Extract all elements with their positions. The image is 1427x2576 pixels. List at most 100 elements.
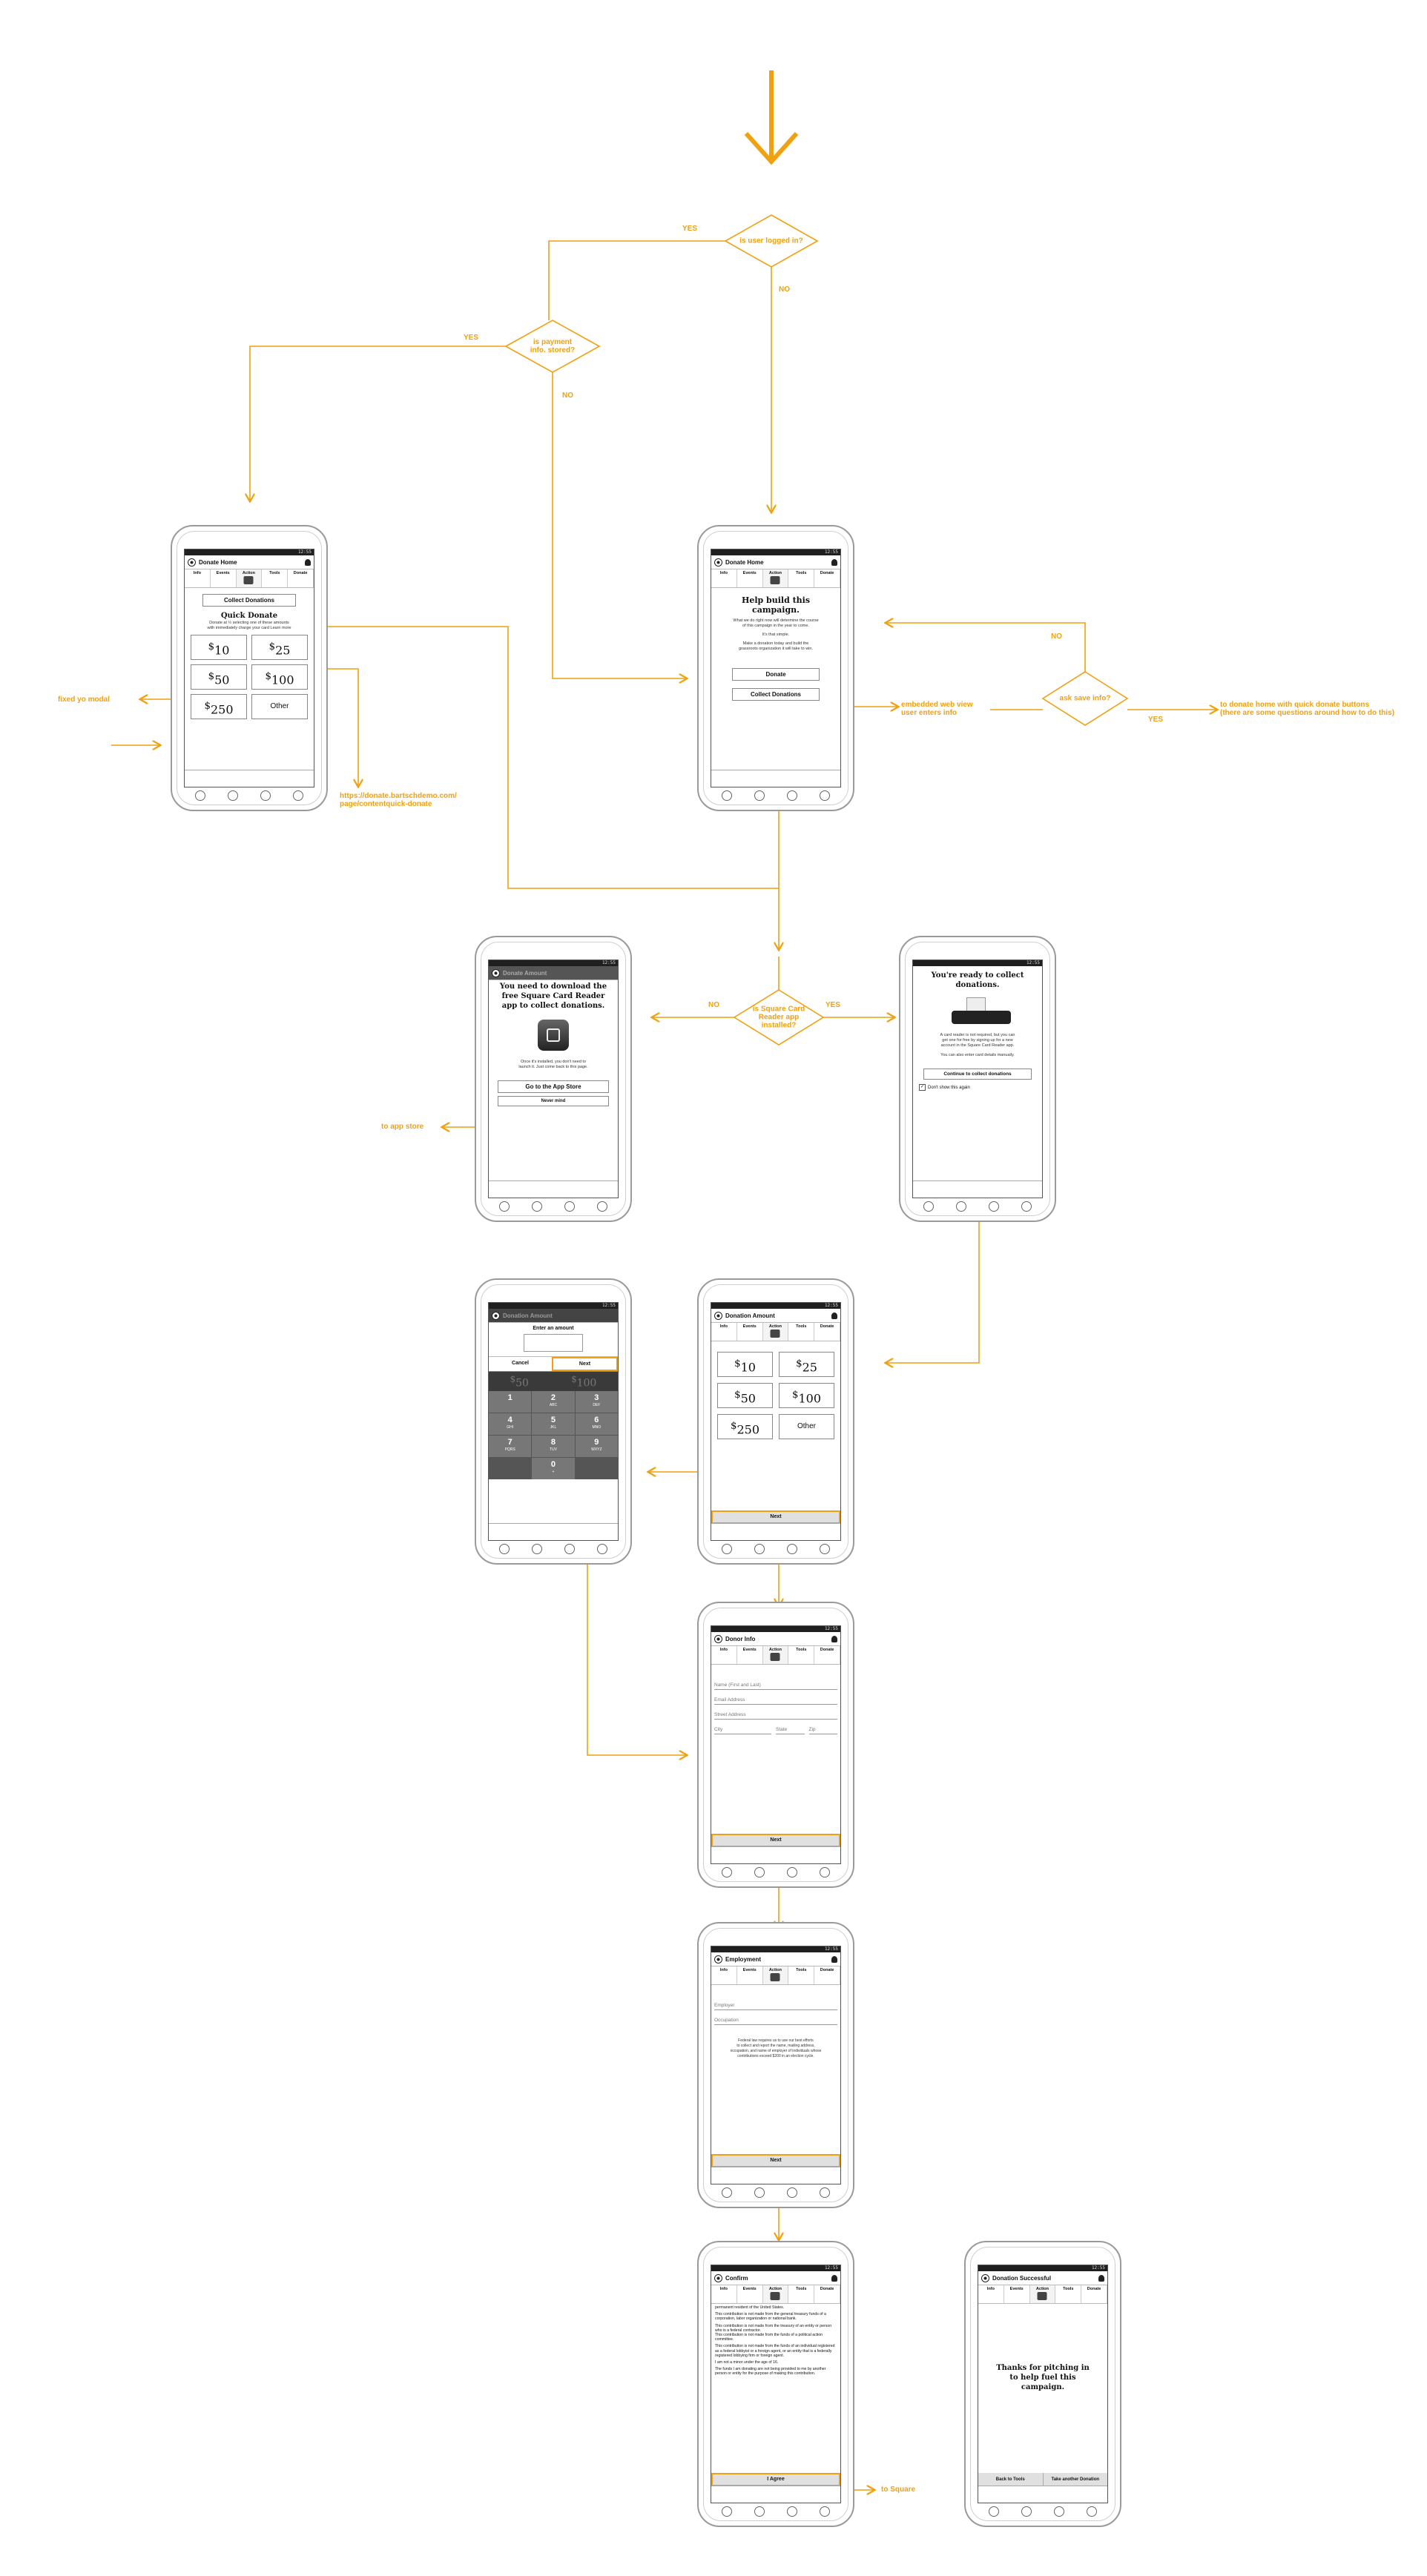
home-icon[interactable] (722, 790, 732, 801)
tab-tools[interactable]: Tools (788, 2285, 815, 2303)
email-field[interactable]: Email Address (714, 1690, 837, 1705)
amount-button[interactable]: $10 (191, 635, 247, 660)
amount-button[interactable]: $250 (717, 1414, 773, 1439)
back-icon[interactable] (989, 1201, 999, 1212)
tab-info[interactable]: Info (185, 569, 211, 587)
back-icon[interactable] (1054, 2506, 1064, 2517)
search-icon[interactable] (1087, 2506, 1097, 2517)
search-icon[interactable] (597, 1201, 607, 1212)
menu-icon[interactable] (754, 1544, 765, 1554)
city-field[interactable]: City (714, 1720, 771, 1734)
menu-icon[interactable] (228, 790, 238, 801)
home-icon[interactable] (989, 2506, 999, 2517)
next-button[interactable]: Next (711, 1834, 840, 1847)
other-amount-button[interactable]: Other (251, 694, 308, 719)
street-field[interactable]: Street Address (714, 1705, 837, 1720)
back-to-tools-button[interactable]: Back to Tools (978, 2473, 1044, 2486)
never-mind-button[interactable]: Never mind (498, 1096, 609, 1106)
menu-icon[interactable] (754, 790, 765, 801)
home-icon[interactable] (923, 1201, 934, 1212)
zip-field[interactable]: Zip (808, 1720, 837, 1734)
tab-events[interactable]: Events (737, 2285, 763, 2303)
search-icon[interactable] (820, 2187, 830, 2198)
other-amount-button[interactable]: Other (779, 1414, 834, 1439)
i-agree-button[interactable]: I Agree (711, 2473, 840, 2486)
tab-action[interactable]: Action (236, 569, 263, 587)
user-icon[interactable] (831, 1635, 837, 1642)
search-icon[interactable] (1021, 1201, 1032, 1212)
tab-info[interactable]: Info (711, 1323, 737, 1341)
tab-action[interactable]: Action (762, 569, 789, 587)
home-icon[interactable] (499, 1201, 510, 1212)
employer-field[interactable]: Employer (714, 1995, 837, 2010)
menu-icon[interactable] (754, 2506, 765, 2517)
amount-button[interactable]: $50 (717, 1383, 773, 1408)
checkbox-icon[interactable]: ✓ (919, 1084, 926, 1091)
amount-button[interactable]: $25 (251, 635, 308, 660)
amount-button[interactable]: $100 (779, 1383, 834, 1408)
amount-button[interactable]: $25 (779, 1352, 834, 1377)
tab-donate[interactable]: Donate (814, 1966, 840, 1984)
menu-icon[interactable] (956, 1201, 966, 1212)
user-icon[interactable] (305, 558, 311, 566)
back-icon[interactable] (787, 1544, 797, 1554)
collect-donations-button[interactable]: Collect Donations (202, 594, 296, 607)
name-field[interactable]: Name (First and Last) (714, 1675, 837, 1690)
home-icon[interactable] (722, 1544, 732, 1554)
amount-button[interactable]: $100 (251, 664, 308, 690)
tab-donate[interactable]: Donate (814, 1323, 840, 1341)
keypad-key[interactable]: 1 (489, 1391, 532, 1413)
tab-tools[interactable]: Tools (788, 1966, 815, 1984)
tab-donate[interactable]: Donate (1081, 2285, 1107, 2303)
tab-events[interactable]: Events (211, 569, 237, 587)
tab-donate[interactable]: Donate (814, 569, 840, 587)
search-icon[interactable] (820, 1544, 830, 1554)
tab-tools[interactable]: Tools (1055, 2285, 1082, 2303)
tab-donate[interactable]: Donate (288, 569, 314, 587)
search-icon[interactable] (820, 790, 830, 801)
back-icon[interactable] (787, 1867, 797, 1877)
home-icon[interactable] (722, 2187, 732, 2198)
menu-icon[interactable] (754, 1867, 765, 1877)
search-icon[interactable] (597, 1544, 607, 1554)
dont-show-row[interactable]: ✓ Don't show this again (919, 1084, 1036, 1091)
home-icon[interactable] (722, 1867, 732, 1877)
amount-button[interactable]: $250 (191, 694, 247, 719)
tab-info[interactable]: Info (711, 569, 737, 587)
user-icon[interactable] (831, 1955, 837, 1963)
next-button[interactable]: Next (711, 2154, 840, 2167)
tab-info[interactable]: Info (711, 1966, 737, 1984)
menu-icon[interactable] (754, 2187, 765, 2198)
tab-events[interactable]: Events (1004, 2285, 1030, 2303)
home-icon[interactable] (195, 790, 205, 801)
tab-donate[interactable]: Donate (814, 1646, 840, 1664)
amount-button[interactable]: $50 (191, 664, 247, 690)
user-icon[interactable] (1098, 2274, 1104, 2282)
tab-tools[interactable]: Tools (262, 569, 289, 587)
take-another-donation-button[interactable]: Take another Donation (1051, 2477, 1100, 2482)
home-icon[interactable] (499, 1544, 510, 1554)
home-icon[interactable] (722, 2506, 732, 2517)
menu-icon[interactable] (1021, 2506, 1032, 2517)
donate-button[interactable]: Donate (732, 668, 820, 681)
tab-action[interactable]: Action (762, 1966, 789, 1984)
back-icon[interactable] (564, 1201, 575, 1212)
tab-info[interactable]: Info (711, 1646, 737, 1664)
tab-tools[interactable]: Tools (788, 569, 815, 587)
tab-action[interactable]: Action (762, 1646, 789, 1664)
user-icon[interactable] (831, 1312, 837, 1319)
amount-input[interactable] (524, 1334, 583, 1352)
tab-events[interactable]: Events (737, 569, 763, 587)
search-icon[interactable] (820, 2506, 830, 2517)
tab-action[interactable]: Action (1029, 2285, 1056, 2303)
search-icon[interactable] (293, 790, 303, 801)
back-icon[interactable] (260, 790, 271, 801)
tab-tools[interactable]: Tools (788, 1323, 815, 1341)
continue-button[interactable]: Continue to collect donations (923, 1069, 1032, 1080)
cancel-button[interactable]: Cancel (512, 1361, 529, 1366)
user-icon[interactable] (831, 2274, 837, 2282)
tab-tools[interactable]: Tools (788, 1646, 815, 1664)
